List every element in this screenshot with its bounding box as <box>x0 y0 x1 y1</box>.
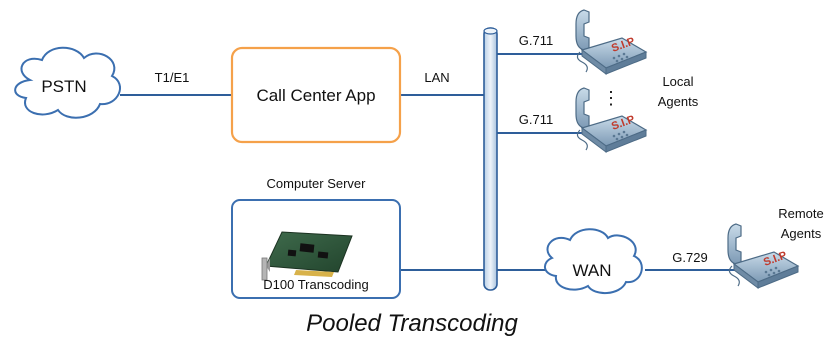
g711-bottom-label: G.711 <box>519 112 553 127</box>
local-agents-label-line1: Local <box>662 74 693 89</box>
lan-bus <box>483 27 498 291</box>
transcoding-card-label: D100 Transcoding <box>263 277 369 292</box>
g711-top-label: G.711 <box>519 33 553 48</box>
lan-label: LAN <box>424 70 449 85</box>
cloud-icon <box>14 46 121 119</box>
remote-agents-label-line1: Remote <box>778 206 824 221</box>
pstn-cloud: PSTN <box>14 46 121 119</box>
t1e1-label: T1/E1 <box>155 70 190 85</box>
wan-label: WAN <box>572 261 611 280</box>
local-agent-phone-bottom: S.I.P <box>575 87 647 153</box>
pci-card-icon <box>261 231 353 281</box>
g729-label: G.729 <box>672 250 707 265</box>
diagram-caption: Pooled Transcoding <box>306 310 518 337</box>
local-agent-phone-top: S.I.P <box>575 9 647 75</box>
wan-cloud: WAN <box>544 228 643 294</box>
remote-agents-label-line2: Agents <box>781 226 822 241</box>
computer-server-title: Computer Server <box>267 176 367 191</box>
local-agents-label-line2: Agents <box>658 94 699 109</box>
call-center-app-label: Call Center App <box>256 86 375 105</box>
connection-lines <box>120 53 736 271</box>
pstn-label: PSTN <box>41 77 86 96</box>
sip-phone-icon <box>575 9 647 75</box>
remote-agent-phone: S.I.P <box>727 223 799 289</box>
cloud-icon <box>544 228 643 294</box>
computer-server-node: D100 Transcoding <box>231 199 401 299</box>
call-center-app-node: Call Center App <box>230 46 402 144</box>
more-agents-ellipsis: ⋮ <box>602 88 620 108</box>
